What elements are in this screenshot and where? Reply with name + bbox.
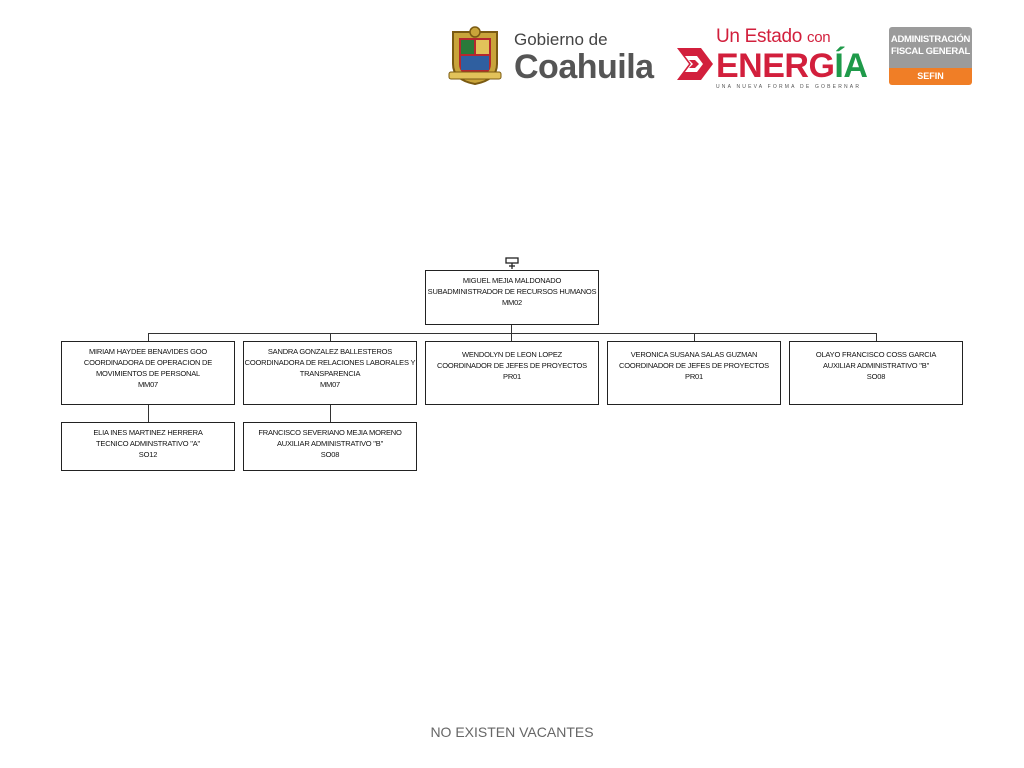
gobierno-line1: Gobierno de — [514, 30, 608, 49]
org-child-3-code: PR01 — [503, 372, 521, 381]
org-child-2-name: SANDRA GONZALEZ BALLESTEROS — [267, 347, 393, 356]
org-sub-2-title: AUXILIAR ADMINISTRATIVO "B" — [276, 439, 384, 448]
org-box-child-4: VERONICA SUSANA SALAS GUZMAN COORDINADOR… — [607, 341, 781, 405]
org-chart-connector-icon — [505, 257, 519, 270]
org-child-1-title: COORDINADORA DE OPERACION DE — [83, 358, 213, 367]
gobierno-line2: Coahuila — [514, 48, 654, 86]
energia-line1: Un Estado con — [716, 26, 831, 47]
connector-child-4 — [694, 333, 695, 341]
org-child-4-title: COORDINADOR DE JEFES DE PROYECTOS — [619, 361, 769, 370]
org-child-5-code: SO08 — [866, 372, 886, 381]
org-root-title: SUBADMINISTRADOR DE RECURSOS HUMANOS — [427, 287, 597, 296]
gobierno-logo-text: Gobierno de Coahuila — [514, 30, 654, 84]
org-child-2-title: COORDINADORA DE RELACIONES LABORALES Y — [244, 358, 416, 367]
org-child-4-code: PR01 — [685, 372, 703, 381]
org-root-name: MIGUEL MEJIA MALDONADO — [462, 276, 562, 285]
afg-logo: ADMINISTRACIÓN FISCAL GENERAL SEFIN — [889, 27, 972, 85]
coat-of-arms-icon — [447, 24, 503, 86]
org-box-child-5: OLAYO FRANCISCO COSS GARCIA AUXILIAR ADM… — [789, 341, 963, 405]
org-box-sub-2: FRANCISCO SEVERIANO MEJIA MORENO AUXILIA… — [243, 422, 417, 471]
org-box-child-1: MIRIAM HAYDEE BENAVIDES GOO COORDINADORA… — [61, 341, 235, 405]
connector-child-5 — [876, 333, 877, 341]
org-sub-1-code: SO12 — [138, 450, 158, 459]
afg-logo-top: ADMINISTRACIÓN FISCAL GENERAL — [889, 27, 972, 68]
connector-child-1 — [148, 333, 149, 341]
org-child-1-name: MIRIAM HAYDEE BENAVIDES GOO — [88, 347, 208, 356]
org-child-3-title: COORDINADOR DE JEFES DE PROYECTOS — [437, 361, 587, 370]
org-sub-1-name: ELIA INES MARTINEZ HERRERA — [93, 428, 203, 437]
org-child-1-title-cont: MOVIMIENTOS DE PERSONAL — [95, 369, 201, 378]
afg-logo-sefin: SEFIN — [889, 68, 972, 85]
org-sub-2-name: FRANCISCO SEVERIANO MEJIA MORENO — [258, 428, 402, 437]
org-child-2-title-cont: TRANSPARENCIA — [299, 369, 361, 378]
org-sub-2-code: SO08 — [320, 450, 340, 459]
org-root-code: MM02 — [501, 298, 523, 307]
org-child-5-title: AUXILIAR ADMINISTRATIVO "B" — [822, 361, 930, 370]
org-child-3-name: WENDOLYN DE LEON LOPEZ — [461, 350, 563, 359]
connector-root-down — [511, 325, 512, 333]
connector-child-2 — [330, 333, 331, 341]
energia-tagline: UNA NUEVA FORMA DE GOBERNAR — [716, 84, 862, 90]
connector-child-3 — [511, 333, 512, 341]
org-sub-1-title: TECNICO ADMINSTRATIVO "A" — [96, 439, 200, 448]
org-box-child-3: WENDOLYN DE LEON LOPEZ COORDINADOR DE JE… — [425, 341, 599, 405]
footer-vacancies-note: NO EXISTEN VACANTES — [430, 724, 594, 740]
org-box-root: MIGUEL MEJIA MALDONADO SUBADMINISTRADOR … — [425, 270, 599, 325]
org-child-2-code: MM07 — [319, 380, 341, 389]
connector-sub-1 — [148, 405, 149, 422]
org-box-sub-1: ELIA INES MARTINEZ HERRERA TECNICO ADMIN… — [61, 422, 235, 471]
connector-sub-2 — [330, 405, 331, 422]
org-child-5-name: OLAYO FRANCISCO COSS GARCIA — [815, 350, 937, 359]
energia-logo-text: Un Estado con ENERGÍA UNA NUEVA FORMA DE… — [716, 26, 868, 91]
energia-line2: ENERGÍA — [716, 47, 868, 85]
connector-horizontal-bar — [148, 333, 876, 334]
org-child-4-name: VERONICA SUSANA SALAS GUZMAN — [630, 350, 758, 359]
org-child-1-code: MM07 — [137, 380, 159, 389]
energy-arrow-icon — [675, 44, 715, 84]
org-box-child-2: SANDRA GONZALEZ BALLESTEROS COORDINADORA… — [243, 341, 417, 405]
